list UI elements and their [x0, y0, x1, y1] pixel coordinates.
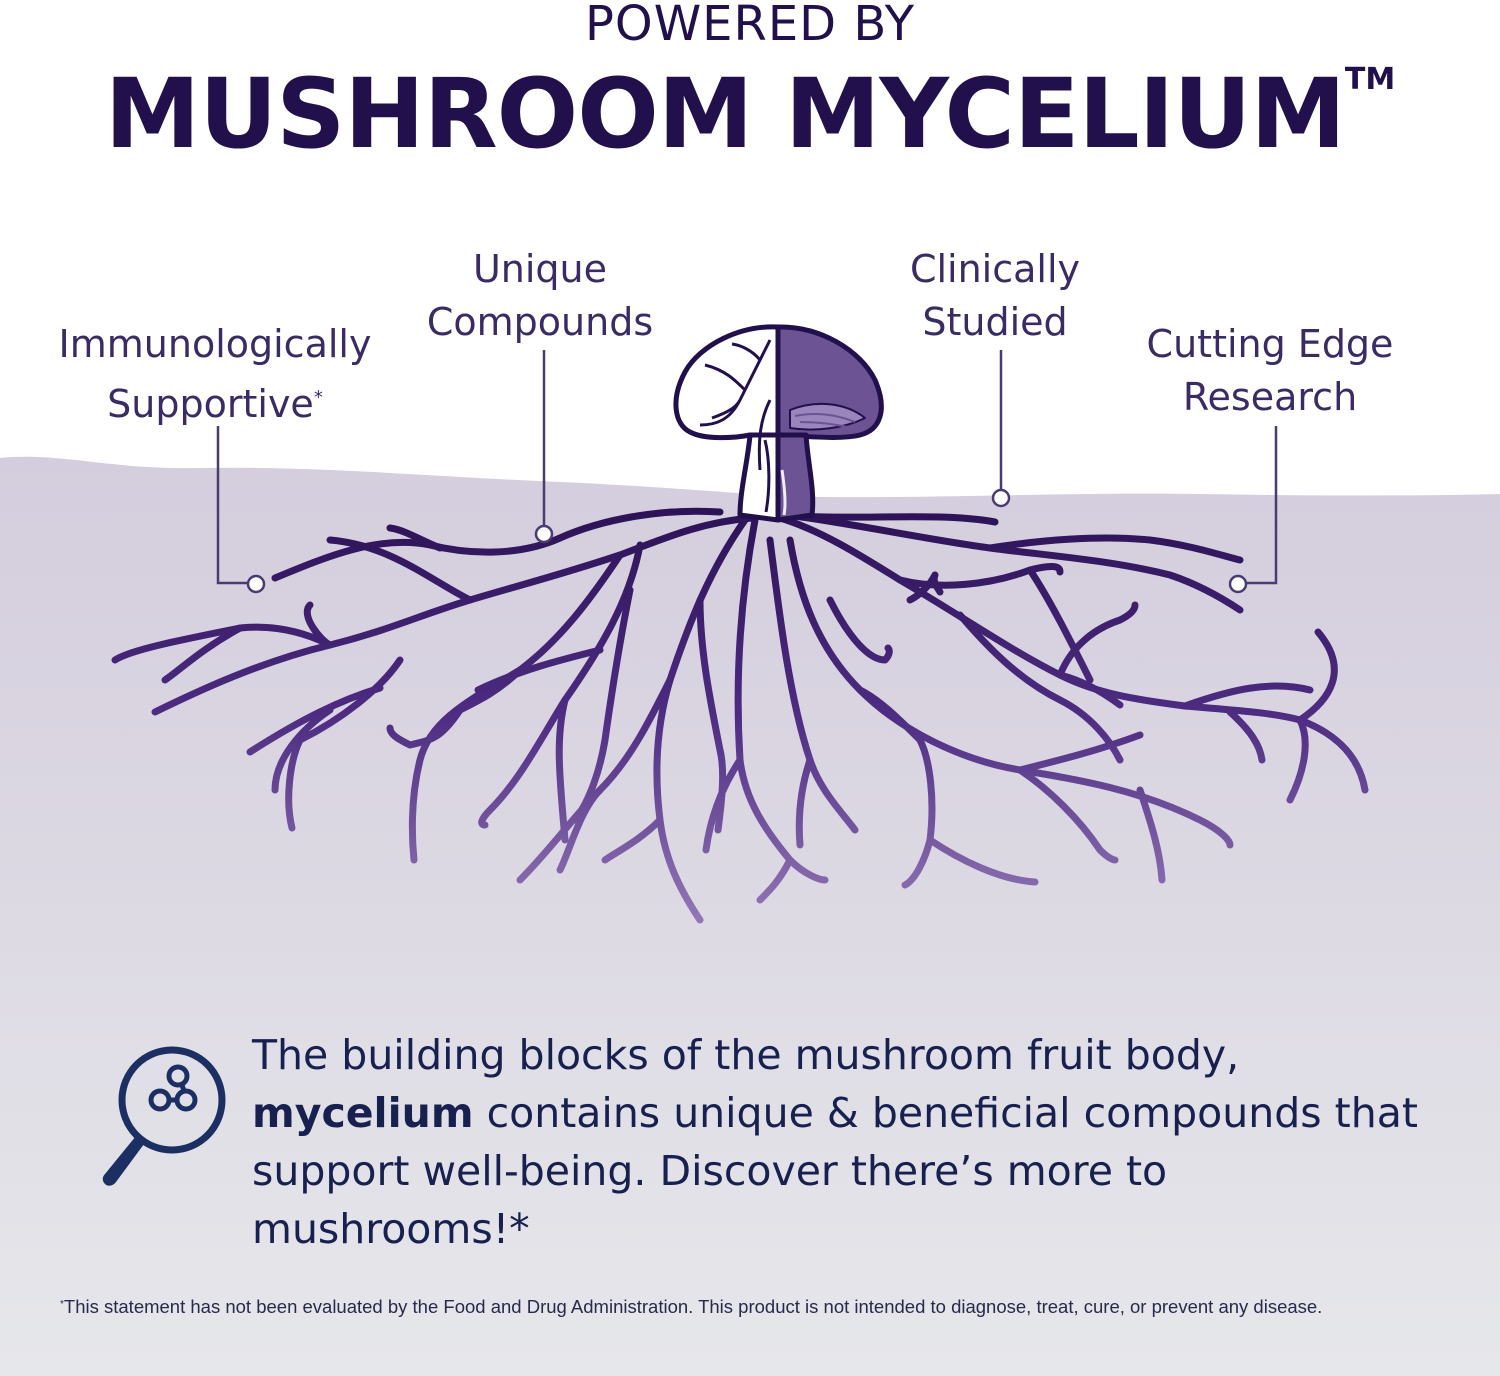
- benefit-line1: Clinically: [909, 247, 1081, 291]
- magnifying-glass-molecule-icon: [102, 1046, 226, 1186]
- disclaimer-asterisk: *: [60, 1299, 64, 1310]
- callout-leaders: [216, 350, 1278, 594]
- mycelium-roots: [111, 507, 1369, 924]
- benefit-line1: Cutting Edge: [1146, 322, 1394, 366]
- benefit-line2: Supportive*: [50, 371, 380, 431]
- description-rest: contains unique & beneficial compounds t…: [252, 1089, 1418, 1253]
- fda-disclaimer: *This statement has not been evaluated b…: [60, 1296, 1480, 1318]
- benefit-line2-text: Supportive: [107, 382, 314, 426]
- benefit-label-immunologically-supportive: Immunologically Supportive*: [50, 318, 380, 431]
- benefit-line2: Studied: [922, 300, 1068, 344]
- benefit-line1: Immunologically: [58, 322, 372, 366]
- title-text: MUSHROOM MYCELIUM: [104, 58, 1346, 170]
- trademark-mark: TM: [1344, 62, 1396, 97]
- benefit-label-clinically-studied: Clinically Studied: [850, 243, 1140, 349]
- description-lead: The building blocks of the mushroom frui…: [252, 1031, 1240, 1079]
- mushroom-icon: [673, 324, 884, 523]
- benefit-line1: Unique: [472, 247, 608, 291]
- description-keyword: mycelium: [252, 1089, 474, 1137]
- asterisk-mark: *: [313, 387, 323, 408]
- page-title: MUSHROOM MYCELIUMTM: [0, 61, 1500, 168]
- benefit-line2: Compounds: [426, 300, 654, 344]
- mycelium-description: The building blocks of the mushroom frui…: [252, 1026, 1442, 1258]
- benefit-label-cutting-edge-research: Cutting Edge Research: [1120, 318, 1420, 424]
- pre-title: POWERED BY: [584, 0, 916, 52]
- benefit-label-unique-compounds: Unique Compounds: [390, 243, 690, 349]
- benefit-line2: Research: [1182, 375, 1358, 419]
- disclaimer-text: This statement has not been evaluated by…: [63, 1296, 1323, 1317]
